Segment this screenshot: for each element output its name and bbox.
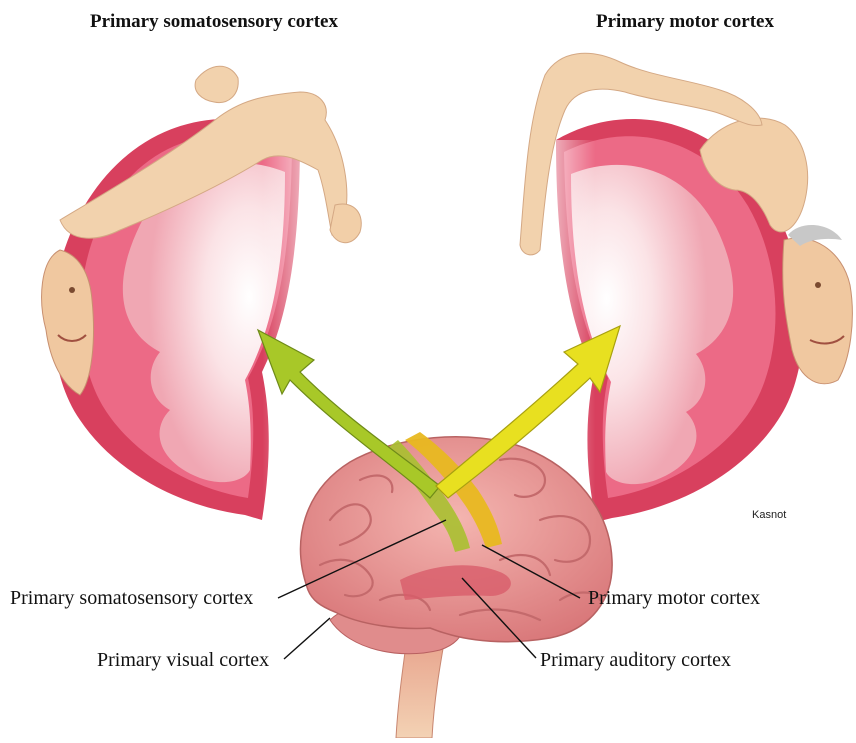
left-section-title: Primary somatosensory cortex xyxy=(90,12,338,31)
right-section-title: Primary motor cortex xyxy=(596,12,774,31)
motor-section xyxy=(520,53,852,522)
leader-visual xyxy=(284,618,330,659)
callout-motor: Primary motor cortex xyxy=(588,588,760,608)
left-fade xyxy=(180,140,330,520)
callout-auditory: Primary auditory cortex xyxy=(540,650,731,670)
artist-signature: Kasnot xyxy=(752,510,786,521)
callout-visual: Primary visual cortex xyxy=(97,650,269,670)
callout-somatosensory: Primary somatosensory cortex xyxy=(10,588,253,608)
somatosensory-section xyxy=(42,66,362,520)
